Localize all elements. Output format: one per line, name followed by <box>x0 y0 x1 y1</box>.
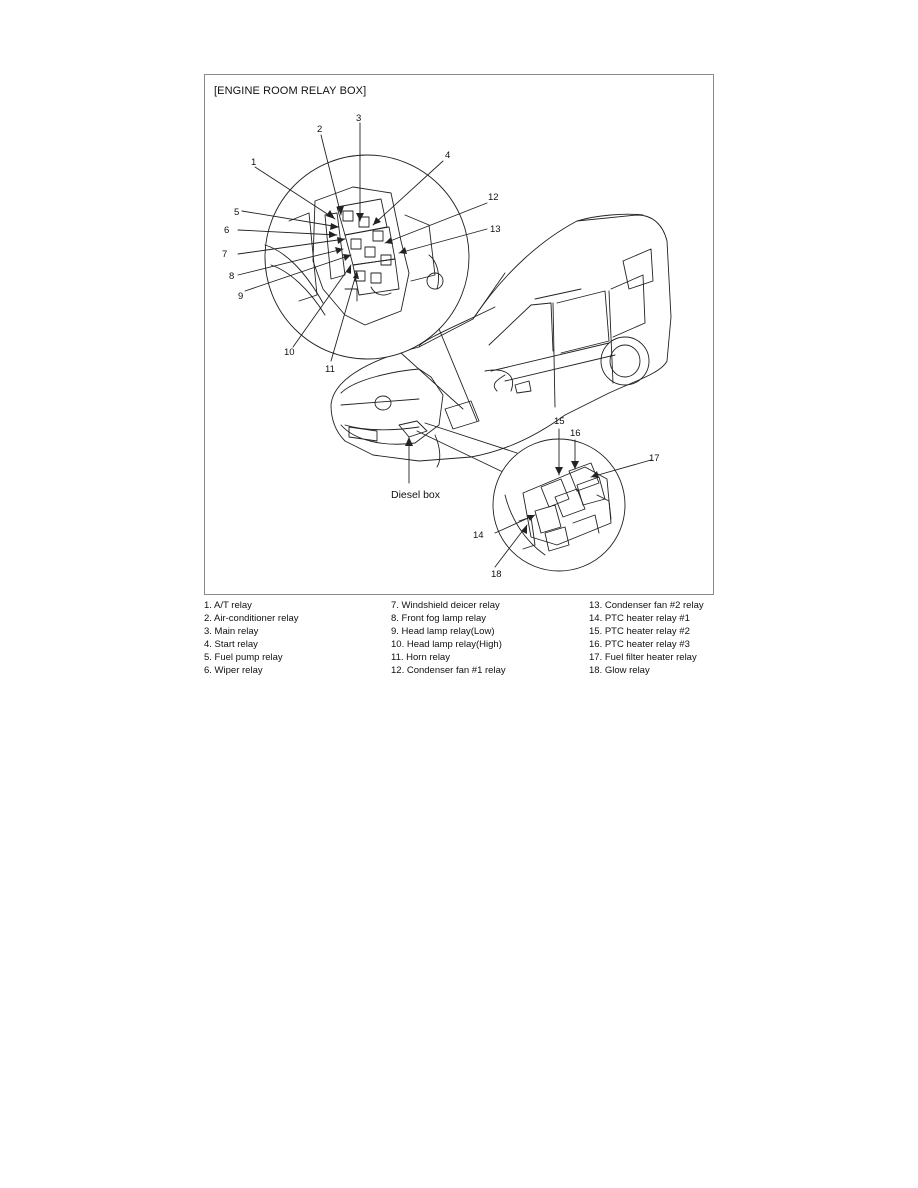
legend-item: 2. Air-conditioner relay <box>204 612 299 624</box>
legend-item: 4. Start relay <box>204 638 258 650</box>
callout-3: 3 <box>356 113 361 124</box>
legend-item: 6. Wiper relay <box>204 664 263 676</box>
callout-5: 5 <box>234 207 239 218</box>
legend-item: 15. PTC heater relay #2 <box>589 625 690 637</box>
callout-17: 17 <box>649 453 660 464</box>
legend-item: 3. Main relay <box>204 625 259 637</box>
callout-14: 14 <box>473 530 484 541</box>
callout-8: 8 <box>229 271 234 282</box>
diesel-box-label: Diesel box <box>391 489 441 501</box>
callout-16: 16 <box>570 428 581 439</box>
legend-item: 9. Head lamp relay(Low) <box>391 625 495 637</box>
callout-1: 1 <box>251 157 256 168</box>
callout-12: 12 <box>488 192 499 203</box>
relay-box-figure: [ENGINE ROOM RELAY BOX] <box>204 74 714 595</box>
callout-13: 13 <box>490 224 501 235</box>
callout-6: 6 <box>224 225 229 236</box>
legend-column-2: 7. Windshield deicer relay 8. Front fog … <box>391 600 506 677</box>
legend-item: 7. Windshield deicer relay <box>391 600 500 611</box>
callout-10: 10 <box>284 347 295 358</box>
legend-item: 11. Horn relay <box>391 651 450 663</box>
legend-column-3: 13. Condenser fan #2 relay 14. PTC heate… <box>589 600 704 677</box>
callout-9: 9 <box>238 291 243 302</box>
callout-15: 15 <box>554 416 565 427</box>
callout-18: 18 <box>491 569 502 580</box>
callout-7: 7 <box>222 249 227 260</box>
legend-item: 14. PTC heater relay #1 <box>589 612 690 624</box>
upper-leader-lines <box>237 122 488 362</box>
callout-2: 2 <box>317 124 322 135</box>
legend-item: 10. Head lamp relay(High) <box>391 638 502 650</box>
legend-item: 12. Condenser fan #1 relay <box>391 664 506 676</box>
legend-item: 13. Condenser fan #2 relay <box>589 600 704 611</box>
callout-11: 11 <box>325 364 335 375</box>
figure-title: [ENGINE ROOM RELAY BOX] <box>214 85 367 97</box>
relay-box-zoom-circle <box>264 154 478 422</box>
legend-item: 1. A/T relay <box>204 600 252 611</box>
legend-item: 17. Fuel filter heater relay <box>589 651 697 663</box>
diesel-box-zoom-circle <box>416 422 626 572</box>
callout-numbers: 1 2 3 4 5 6 7 8 9 10 11 12 13 14 15 16 1… <box>222 113 660 580</box>
relay-box-diagram: 1 2 3 4 5 6 7 8 9 10 11 12 13 14 15 16 1… <box>222 113 672 580</box>
legend-item: 18. Glow relay <box>589 664 650 676</box>
vehicle-illustration <box>330 213 672 468</box>
legend-item: 5. Fuel pump relay <box>204 651 283 663</box>
legend-column-1: 1. A/T relay 2. Air-conditioner relay 3.… <box>204 600 299 677</box>
legend-item: 8. Front fog lamp relay <box>391 612 487 624</box>
legend-item: 16. PTC heater relay #3 <box>589 638 690 650</box>
arrow-heads <box>326 206 599 534</box>
callout-4: 4 <box>445 150 450 161</box>
